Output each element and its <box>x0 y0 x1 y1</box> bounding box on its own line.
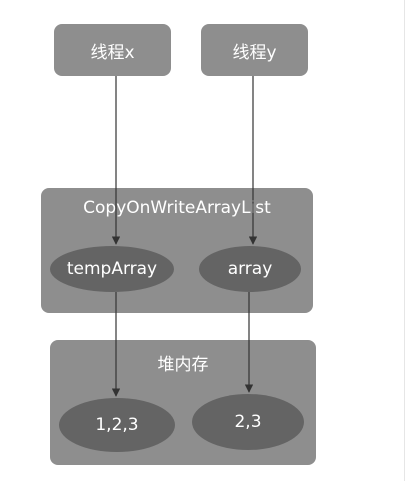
array-label: array <box>227 259 273 279</box>
temparray-ref: tempArray <box>50 246 174 292</box>
array-2-3: 2,3 <box>192 394 304 450</box>
heap-title: 堆内存 <box>157 355 209 375</box>
page-edge-line <box>404 0 405 481</box>
array-1-2-3-label: 1,2,3 <box>95 415 139 435</box>
array-2-3-label: 2,3 <box>234 412 262 432</box>
array-ref: array <box>199 246 301 292</box>
thread-y-box: 线程y <box>201 24 308 76</box>
thread-x-box: 线程x <box>54 24 171 76</box>
thread-y-label: 线程y <box>232 42 277 63</box>
temparray-label: tempArray <box>66 259 158 279</box>
thread-x-label: 线程x <box>90 42 135 63</box>
array-1-2-3: 1,2,3 <box>59 398 175 452</box>
container-title: CopyOnWriteArrayList <box>83 198 271 218</box>
